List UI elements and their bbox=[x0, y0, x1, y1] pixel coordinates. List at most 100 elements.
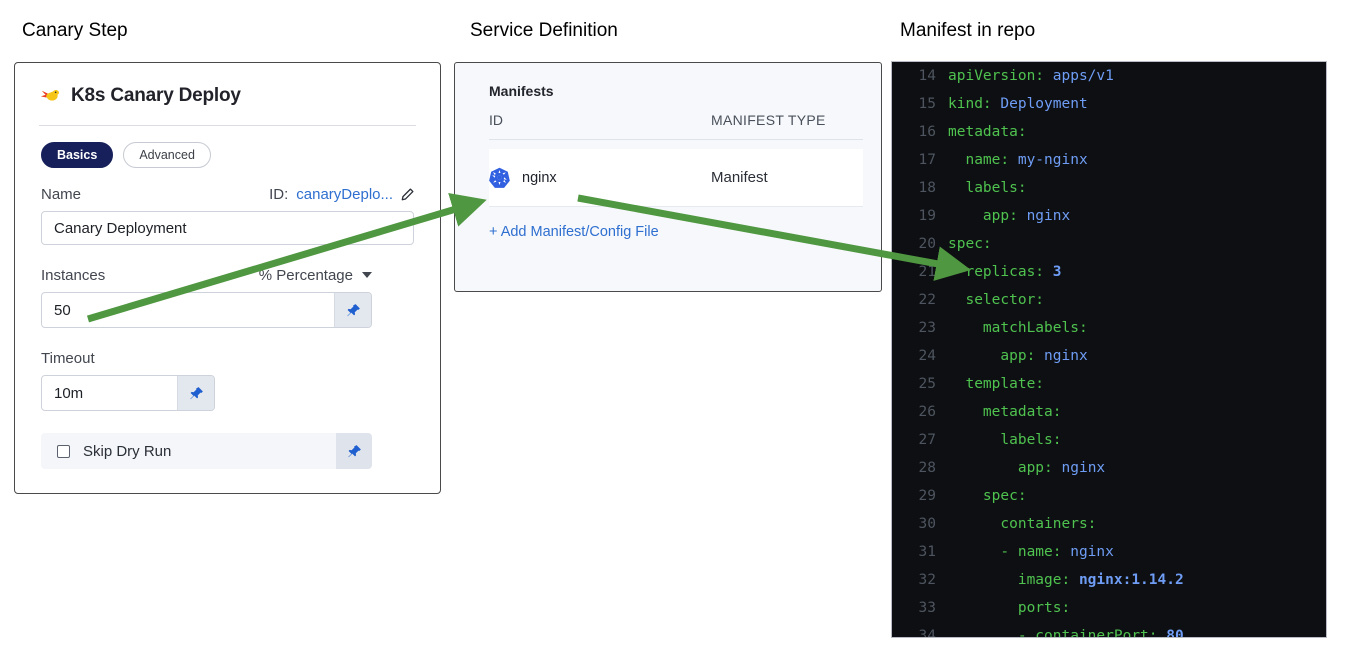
instances-value-input[interactable]: 50 bbox=[41, 292, 372, 329]
timeout-label-row: Timeout bbox=[41, 348, 414, 368]
chevron-down-icon bbox=[362, 272, 372, 279]
code-text-24: app: nginx bbox=[948, 348, 1088, 364]
code-text-16: metadata: bbox=[948, 124, 1027, 140]
line-number-14: 14 bbox=[918, 68, 936, 84]
line-number-23: 23 bbox=[918, 320, 936, 336]
code-line-26: 26 metadata: bbox=[892, 398, 1326, 426]
code-line-28: 28 app: nginx bbox=[892, 454, 1326, 482]
code-line-22: 22 selector: bbox=[892, 286, 1326, 314]
line-number-31: 31 bbox=[918, 544, 936, 560]
fields-container: Name ID: canaryDeplo... Canary Deploymen… bbox=[15, 184, 440, 470]
code-line-30: 30 containers: bbox=[892, 510, 1326, 538]
code-text-28: app: nginx bbox=[948, 460, 1106, 476]
line-number-34: 34 bbox=[918, 628, 936, 638]
code-line-23: 23 matchLabels: bbox=[892, 314, 1326, 342]
code-text-15: kind: Deployment bbox=[948, 96, 1088, 112]
pin-icon-instances[interactable] bbox=[334, 293, 371, 328]
add-manifest-config-file-link[interactable]: + Add Manifest/Config File bbox=[489, 224, 659, 240]
code-line-33: 33 ports: bbox=[892, 594, 1326, 622]
timeout-value[interactable]: 10m bbox=[54, 384, 84, 402]
column-header-id: ID bbox=[489, 112, 503, 128]
tab-basics[interactable]: Basics bbox=[41, 142, 114, 169]
name-input[interactable]: Canary Deployment bbox=[41, 211, 414, 246]
code-text-20: spec: bbox=[948, 236, 992, 252]
kubernetes-icon bbox=[489, 167, 510, 188]
caption-service-definition: Service Definition bbox=[470, 20, 618, 41]
code-text-29: spec: bbox=[948, 488, 1027, 504]
code-text-31: - name: nginx bbox=[948, 544, 1114, 560]
line-number-16: 16 bbox=[918, 124, 936, 140]
line-number-22: 22 bbox=[918, 292, 936, 308]
code-text-27: labels: bbox=[948, 432, 1062, 448]
skip-dry-run-label: Skip Dry Run bbox=[83, 442, 172, 460]
line-number-19: 19 bbox=[918, 208, 936, 224]
column-header-manifest-type: MANIFEST TYPE bbox=[711, 112, 826, 128]
code-text-33: ports: bbox=[948, 600, 1071, 616]
code-text-14: apiVersion: apps/v1 bbox=[948, 68, 1114, 84]
instance-unit-dropdown[interactable]: % Percentage bbox=[259, 267, 414, 284]
line-number-32: 32 bbox=[918, 572, 936, 588]
timeout-label: Timeout bbox=[41, 349, 95, 367]
code-line-19: 19 app: nginx bbox=[892, 202, 1326, 230]
canary-bird-icon bbox=[39, 87, 61, 105]
code-line-32: 32 image: nginx:1.14.2 bbox=[892, 566, 1326, 594]
tab-group: Basics Advanced bbox=[15, 126, 440, 169]
code-text-17: name: my-nginx bbox=[948, 152, 1088, 168]
instances-value[interactable]: 50 bbox=[54, 301, 71, 319]
manifest-row-nginx[interactable]: nginx Manifest bbox=[489, 149, 863, 207]
line-number-18: 18 bbox=[918, 180, 936, 196]
timeout-value-input[interactable]: 10m bbox=[41, 375, 215, 412]
line-number-21: 21 bbox=[918, 264, 936, 280]
card-header: K8s Canary Deploy bbox=[15, 63, 440, 107]
code-line-24: 24 app: nginx bbox=[892, 342, 1326, 370]
id-value[interactable]: canaryDeplo... bbox=[296, 185, 393, 203]
line-number-17: 17 bbox=[918, 152, 936, 168]
code-line-18: 18 labels: bbox=[892, 174, 1326, 202]
code-text-30: containers: bbox=[948, 516, 1097, 532]
line-number-29: 29 bbox=[918, 488, 936, 504]
code-line-15: 15 kind: Deployment bbox=[892, 90, 1326, 118]
step-id-display[interactable]: ID: canaryDeplo... bbox=[269, 186, 414, 203]
code-text-26: metadata: bbox=[948, 404, 1062, 420]
caption-manifest-in-repo: Manifest in repo bbox=[900, 20, 1036, 41]
tab-advanced[interactable]: Advanced bbox=[123, 142, 211, 169]
code-line-27: 27 labels: bbox=[892, 426, 1326, 454]
skip-dry-run-checkbox[interactable] bbox=[57, 444, 70, 458]
instances-label-row: Instances % Percentage bbox=[41, 265, 414, 285]
code-line-21: 21 replicas: 3 bbox=[892, 258, 1326, 286]
code-text-23: matchLabels: bbox=[948, 320, 1088, 336]
line-number-25: 25 bbox=[918, 376, 936, 392]
manifests-table-header: ID MANIFEST TYPE bbox=[455, 99, 881, 128]
line-number-27: 27 bbox=[918, 432, 936, 448]
line-number-26: 26 bbox=[918, 404, 936, 420]
code-text-22: selector: bbox=[948, 292, 1045, 308]
pencil-icon[interactable] bbox=[401, 188, 414, 201]
line-number-28: 28 bbox=[918, 460, 936, 476]
code-line-14: 14 apiVersion: apps/v1 bbox=[892, 62, 1326, 90]
name-label: Name bbox=[41, 185, 82, 203]
caption-canary-step: Canary Step bbox=[22, 20, 128, 41]
line-number-15: 15 bbox=[918, 96, 936, 112]
manifest-id-value: nginx bbox=[522, 169, 557, 186]
code-text-34: - containerPort: 80 bbox=[948, 628, 1184, 638]
skip-dry-run-row[interactable]: Skip Dry Run bbox=[41, 433, 372, 470]
line-number-33: 33 bbox=[918, 600, 936, 616]
code-line-34: 34 - containerPort: 80 bbox=[892, 622, 1326, 638]
code-line-25: 25 template: bbox=[892, 370, 1326, 398]
pin-icon-skip-dry-run[interactable] bbox=[336, 433, 372, 470]
code-line-29: 29 spec: bbox=[892, 482, 1326, 510]
code-text-25: template: bbox=[948, 376, 1045, 392]
code-text-19: app: nginx bbox=[948, 208, 1071, 224]
code-text-18: labels: bbox=[948, 180, 1027, 196]
code-line-16: 16 metadata: bbox=[892, 118, 1326, 146]
manifest-type-value: Manifest bbox=[711, 169, 768, 186]
code-line-17: 17 name: my-nginx bbox=[892, 146, 1326, 174]
code-text-21: replicas: 3 bbox=[948, 264, 1062, 280]
header-divider bbox=[39, 125, 416, 126]
code-line-31: 31 - name: nginx bbox=[892, 538, 1326, 566]
canary-step-card: K8s Canary Deploy Basics Advanced Name I… bbox=[14, 62, 441, 494]
pin-icon-timeout[interactable] bbox=[177, 376, 214, 411]
